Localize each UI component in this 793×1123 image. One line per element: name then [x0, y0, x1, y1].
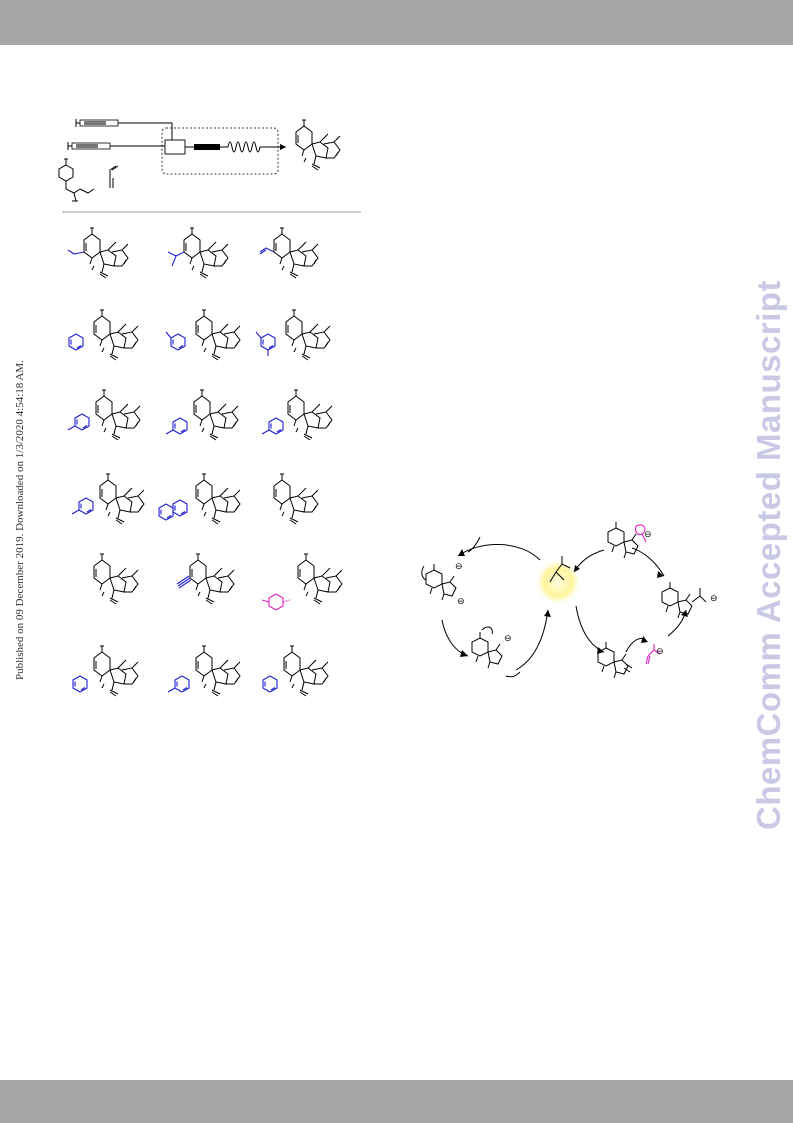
coil-reactor — [227, 141, 261, 153]
product-compound — [176, 553, 235, 605]
product-compound — [167, 227, 229, 279]
cycle-intermediate — [421, 563, 457, 601]
product-compound — [67, 227, 129, 279]
product-compound — [68, 309, 139, 361]
acrylate-reagent — [645, 644, 661, 665]
product-compound — [67, 389, 141, 441]
negative-charge-icon: ⊖ — [455, 561, 463, 571]
negative-charge-icon: ⊖ — [644, 529, 652, 539]
catalytic-cycle: ⊖ ⊖ ⊖ ⊖ ⊖ ⊖ — [421, 521, 718, 679]
product-compound — [261, 389, 333, 441]
molecule-structure-icon — [58, 158, 95, 202]
cycle-intermediate — [471, 626, 503, 669]
cycle-arrow — [441, 619, 469, 657]
cycle-arrow — [575, 605, 605, 653]
footer-band — [0, 1080, 793, 1123]
cycle-arrow — [631, 547, 665, 577]
product-compound — [165, 309, 241, 361]
molecule-structure-icon — [295, 119, 341, 171]
product-compound — [273, 473, 319, 525]
syringe-icon — [67, 141, 119, 151]
molecule-structure-icon — [109, 165, 119, 188]
cycle-intermediate — [607, 521, 647, 559]
substrate-scope — [67, 227, 343, 697]
product-compound — [262, 645, 329, 697]
catalyst-glow-icon — [534, 558, 582, 606]
product-compound — [158, 473, 241, 525]
product-compound — [72, 645, 139, 697]
negative-charge-icon: ⊖ — [504, 633, 512, 643]
product-compound — [261, 553, 343, 611]
cycle-arrow — [515, 609, 549, 671]
mixer-box — [164, 139, 186, 155]
negative-charge-icon: ⊖ — [656, 646, 664, 656]
header-band — [0, 0, 793, 45]
flow-setup — [58, 118, 341, 202]
catalyst-structure — [549, 556, 571, 583]
product-compound — [71, 473, 145, 525]
product-compound — [167, 645, 241, 697]
product-compound — [165, 389, 239, 441]
product-compound — [93, 553, 139, 605]
negative-charge-icon: ⊖ — [457, 596, 465, 606]
packed-column — [194, 144, 220, 150]
flow-reactor-icon — [161, 127, 279, 175]
negative-charge-icon: ⊖ — [710, 593, 718, 603]
cycle-intermediate — [661, 581, 707, 619]
cycle-intermediate — [597, 641, 633, 679]
product-compound — [255, 309, 331, 361]
syringe-icon — [75, 118, 127, 128]
cycle-arrow — [457, 544, 541, 561]
product-compound — [259, 227, 319, 279]
